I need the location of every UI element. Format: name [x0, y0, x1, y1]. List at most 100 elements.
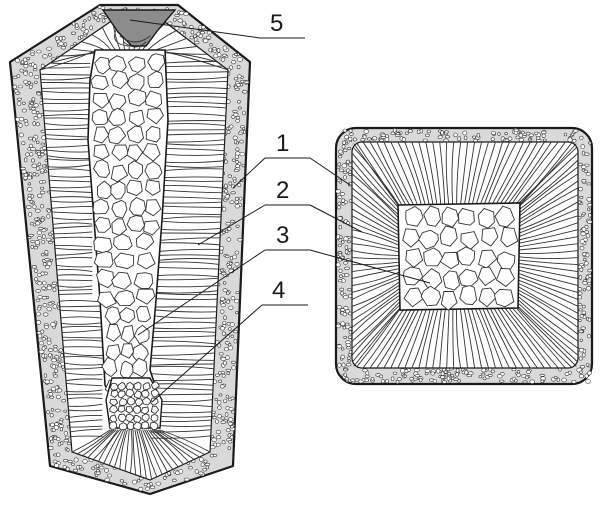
- fine-grain: [109, 398, 119, 407]
- chill-grain: [582, 288, 587, 292]
- chill-grain: [227, 433, 232, 438]
- chill-grain: [511, 368, 517, 372]
- chill-grain: [183, 477, 190, 482]
- chill-grain: [52, 347, 58, 352]
- fine-grain: [150, 388, 160, 398]
- chill-grain: [30, 147, 36, 151]
- chill-grain: [45, 237, 52, 242]
- chill-grain: [42, 262, 47, 266]
- equiaxed-grain: [145, 125, 161, 143]
- chill-grain: [44, 258, 50, 262]
- equiaxed-grain: [128, 109, 145, 127]
- chill-grain: [579, 365, 585, 369]
- equiaxed-grain: [92, 159, 111, 178]
- chill-grain: [61, 365, 65, 369]
- chill-grain: [585, 285, 592, 291]
- columnar-crystal: [58, 316, 103, 319]
- chill-grain: [44, 325, 49, 330]
- columnar-crystal: [156, 258, 222, 261]
- chill-grain: [211, 437, 217, 442]
- chill-grain: [81, 23, 86, 28]
- columnar-crystal: [49, 205, 93, 209]
- chill-grain: [220, 326, 226, 331]
- columnar-crystal: [71, 429, 111, 453]
- equiaxed-grain: [94, 216, 112, 233]
- chill-grain: [340, 354, 346, 359]
- chill-grain: [42, 303, 48, 308]
- chill-grain: [464, 370, 469, 375]
- columnar-crystal: [57, 305, 103, 308]
- columnar-crystal: [518, 208, 578, 234]
- chill-grain: [222, 53, 227, 57]
- chill-grain: [228, 421, 233, 426]
- fine-grain: [117, 413, 127, 423]
- columnar-crystal: [159, 429, 211, 453]
- equiaxed-grain: [105, 344, 121, 363]
- chill-grain: [227, 174, 233, 178]
- chill-grain: [43, 373, 48, 378]
- chill-grain: [37, 193, 43, 198]
- columnar-crystal: [512, 308, 566, 368]
- chill-grain: [344, 376, 349, 381]
- chill-grain: [440, 130, 444, 135]
- columnar-crystal: [518, 173, 578, 217]
- chill-grain: [490, 137, 495, 141]
- chill-grain: [422, 138, 428, 143]
- columnar-crystal: [518, 266, 578, 279]
- chill-grain: [237, 99, 241, 104]
- columnar-crystal: [383, 308, 416, 368]
- chill-grain: [226, 299, 231, 304]
- columnar-crystal: [150, 298, 220, 300]
- chill-grain: [27, 196, 32, 201]
- chill-grain: [345, 363, 352, 367]
- columnar-crystal: [40, 108, 91, 112]
- chill-grain: [41, 337, 47, 341]
- columnar-crystal: [63, 378, 103, 382]
- chill-grain: [219, 296, 225, 302]
- columnar-crystal: [129, 429, 133, 474]
- chill-grain: [37, 155, 42, 159]
- equiaxed-grain: [143, 220, 161, 236]
- columnar-crystal: [352, 152, 400, 209]
- chill-grain: [23, 63, 29, 69]
- fine-grain: [110, 382, 119, 391]
- chill-grain: [585, 379, 591, 384]
- chill-grain: [585, 233, 590, 239]
- chill-grain: [481, 372, 486, 376]
- columnar-crystal: [390, 142, 418, 206]
- chill-grain: [541, 130, 547, 135]
- chill-grain: [228, 407, 234, 411]
- chill-grain: [32, 222, 37, 227]
- chill-grain: [72, 42, 77, 46]
- equiaxed-grain: [92, 198, 110, 215]
- chill-grain: [341, 198, 346, 203]
- equiaxed-grain: [127, 88, 147, 107]
- chill-grain: [414, 368, 420, 373]
- chill-grain: [45, 264, 50, 269]
- columnar-crystal: [162, 189, 225, 194]
- fine-grain: [119, 397, 128, 406]
- chill-grain: [35, 298, 41, 302]
- chill-grain: [472, 135, 477, 139]
- chill-grain: [217, 343, 221, 348]
- columnar-crystal: [518, 296, 578, 342]
- chill-grain: [400, 368, 406, 374]
- chill-grain: [347, 353, 353, 357]
- chill-grain: [235, 291, 240, 295]
- columnar-crystal: [157, 429, 206, 455]
- chill-grain: [37, 295, 43, 299]
- columnar-crystal: [165, 51, 228, 71]
- chill-grain: [228, 327, 232, 331]
- columnar-crystal: [383, 142, 415, 206]
- columnar-crystal: [156, 254, 222, 257]
- equiaxed-grain: [133, 272, 154, 289]
- chill-grain: [199, 457, 204, 462]
- chill-grain: [380, 379, 385, 384]
- columnar-crystal: [518, 283, 578, 314]
- chill-grain: [222, 288, 228, 293]
- chill-grain: [53, 463, 60, 468]
- chill-grain: [341, 163, 347, 169]
- columnar-crystal: [404, 308, 427, 368]
- columnar-crystal: [56, 293, 93, 295]
- chill-grain: [342, 148, 348, 153]
